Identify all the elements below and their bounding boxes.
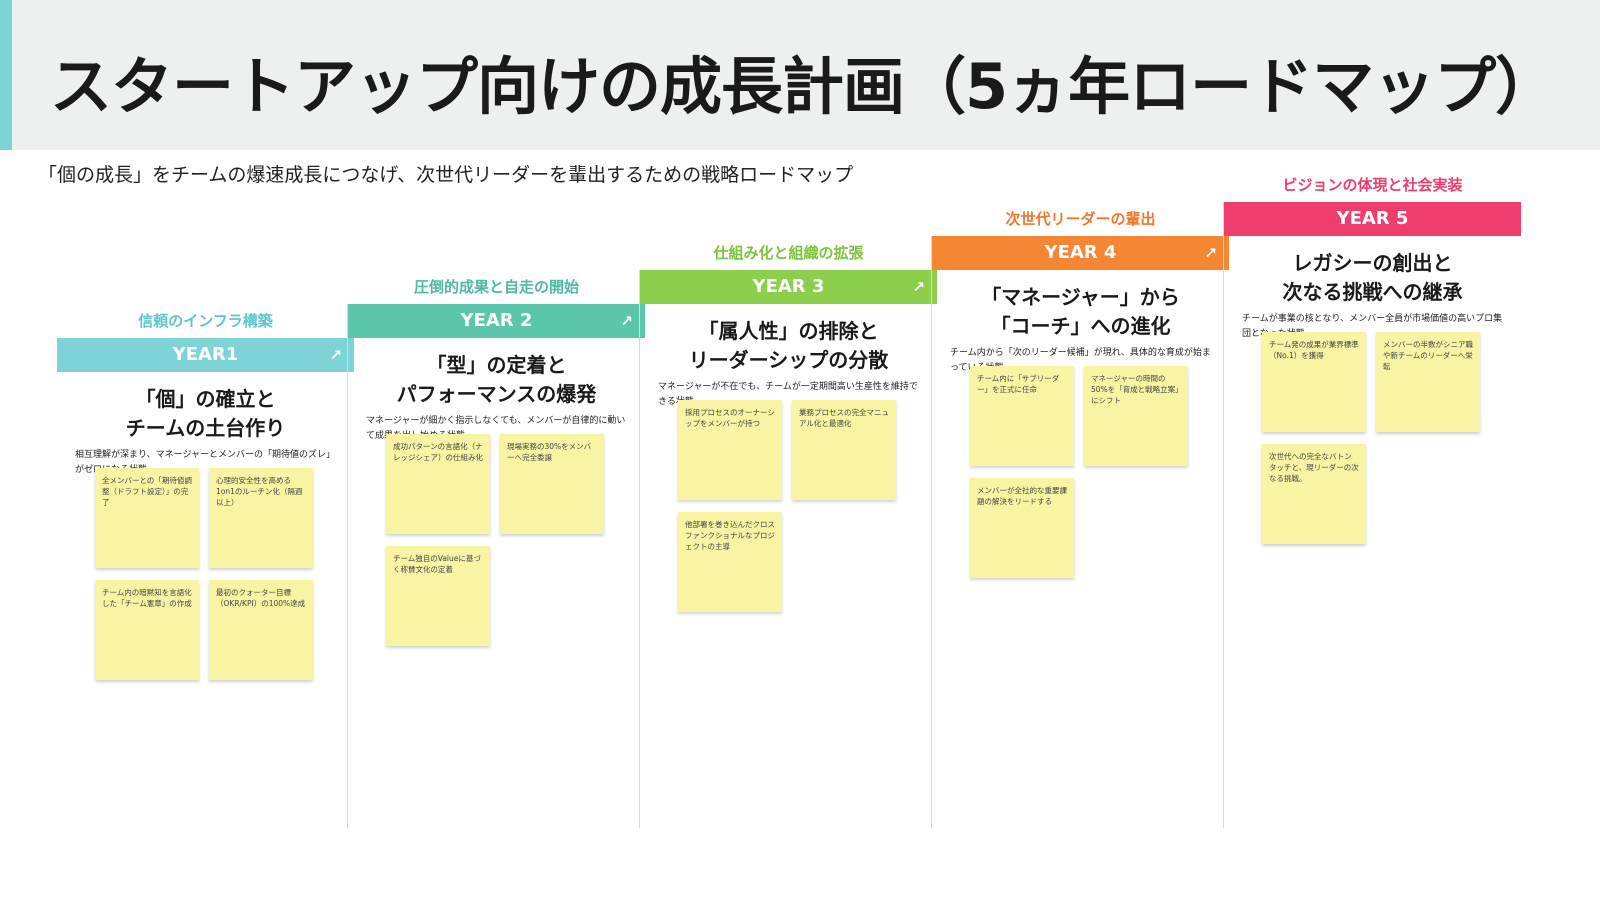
sticky-note: チーム発の成果が業界標準（No.1）を獲得: [1262, 332, 1366, 432]
year-theme: ビジョンの体現と社会実装: [1282, 176, 1463, 194]
year-theme: 圧倒的成果と自走の開始: [413, 278, 579, 296]
year-heading: 「個」の確立とチームの土台作り: [57, 385, 354, 443]
year-heading: レガシーの創出と次なる挑戦への継承: [1224, 249, 1521, 307]
year-heading: 「型」の定着とパフォーマンスの爆発: [348, 351, 645, 409]
year-heading-line: 「型」の定着と: [426, 353, 567, 377]
year-heading-line: 次なる挑戦への継承: [1282, 280, 1463, 304]
year-heading-line: 「コーチ」への進化: [990, 314, 1171, 338]
year-label: YEAR 4: [1044, 242, 1117, 263]
year-theme: 信頼のインフラ構築: [138, 312, 273, 330]
year-column: 次世代リーダーの輩出 YEAR 4 ↗ 「マネージャー」から「コーチ」への進化チーム内…: [932, 0, 1229, 900]
sticky-note: 業務プロセスの完全マニュアル化と最適化: [792, 400, 896, 500]
year-band: YEAR 5: [1224, 202, 1521, 236]
column-divider: [1223, 202, 1224, 828]
sticky-note: メンバーが全社的な重要課題の解決をリードする: [970, 478, 1074, 578]
year-heading-line: レガシーの創出と: [1292, 251, 1453, 275]
page-title: スタートアップ向けの成長計画（5ヵ年ロードマップ）: [50, 50, 1557, 123]
arrow-up-right-icon: ↗: [620, 312, 633, 330]
sticky-note: 最初のクォーター目標（OKR/KPI）の100%達成: [209, 580, 313, 680]
year-heading: 「属人性」の排除とリーダーシップの分散: [640, 317, 937, 375]
year-theme: 次世代リーダーの輩出: [1005, 210, 1156, 228]
sticky-note: チーム内に「サブリーダー」を正式に任命: [970, 366, 1074, 466]
sticky-note: 採用プロセスのオーナーシップをメンバーが持つ: [678, 400, 782, 500]
sticky-note: 現場実務の30%をメンバーへ完全委譲: [500, 434, 604, 534]
column-divider: [931, 236, 932, 828]
header-accent-bar: [0, 0, 12, 150]
sticky-note: マネージャーの時間の50%を「育成と戦略立案」にシフト: [1084, 366, 1188, 466]
arrow-up-right-icon: ↗: [1204, 244, 1217, 262]
year-heading-line: 「個」の確立と: [135, 387, 276, 411]
page-subtitle: 「個の成長」をチームの爆速成長につなげ、次世代リーダーを輩出するための戦略ロード…: [38, 164, 854, 186]
sticky-note: 心理的安全性を高める1on1のルーチン化（隔週以上）: [209, 468, 313, 568]
arrow-up-right-icon: ↗: [329, 346, 342, 364]
year-heading-line: 「属人性」の排除と: [698, 319, 879, 343]
year-theme: 仕組み化と組織の拡張: [713, 244, 864, 262]
sticky-note: 全メンバーとの「期待値調整（ドラフト設定）」の完了: [95, 468, 199, 568]
sticky-note: 他部署を巻き込んだクロスファンクショナルなプロジェクトの主導: [678, 512, 782, 612]
year-label: YEAR 5: [1336, 208, 1409, 229]
header-bar: スタートアップ向けの成長計画（5ヵ年ロードマップ）: [0, 0, 1600, 150]
column-divider: [347, 304, 348, 828]
year-heading-line: パフォーマンスの爆発: [396, 382, 597, 406]
year-label: YEAR 2: [460, 310, 533, 331]
sticky-note: メンバーの半数がシニア職や新チームのリーダーへ栄転: [1376, 332, 1480, 432]
arrow-up-right-icon: ↗: [912, 278, 925, 296]
year-heading: 「マネージャー」から「コーチ」への進化: [932, 283, 1229, 341]
year-label: YEAR 3: [752, 276, 825, 297]
year-band: YEAR 3 ↗: [640, 270, 937, 304]
sticky-note: 成功パターンの言語化（ナレッジシェア）の仕組み化: [386, 434, 490, 534]
year-heading-line: 「マネージャー」から: [981, 285, 1180, 309]
sticky-note: 次世代への完全なバトンタッチと、現リーダーの次なる挑戦。: [1262, 444, 1366, 544]
year-heading-line: チームの土台作り: [125, 416, 286, 440]
year-heading-line: リーダーシップの分散: [688, 348, 889, 372]
sticky-note: チーム独自のValueに基づく称賛文化の定着: [386, 546, 490, 646]
sticky-note: チーム内の暗黙知を言語化した「チーム憲章」の作成: [95, 580, 199, 680]
year-band: YEAR 2 ↗: [348, 304, 645, 338]
year-band: YEAR1 ↗: [57, 338, 354, 372]
column-divider: [639, 270, 640, 828]
year-band: YEAR 4 ↗: [932, 236, 1229, 270]
year-label: YEAR1: [172, 344, 239, 365]
